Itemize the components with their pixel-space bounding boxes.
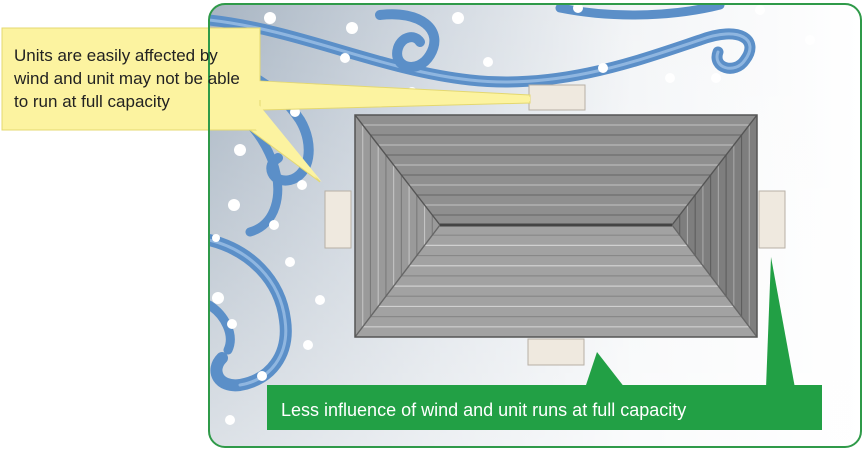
unit-icon	[324, 84, 786, 366]
green-callout	[267, 257, 822, 430]
snowflake-icon	[212, 4, 815, 425]
unit-left	[324, 190, 352, 249]
yellow-callout	[1, 27, 531, 183]
frame-border	[208, 3, 862, 448]
unit-right	[758, 190, 786, 249]
windy-units-note: Units are easily affected by wind and un…	[14, 46, 240, 111]
sheltered-units-note: Less influence of wind and unit runs at …	[281, 400, 687, 420]
roof-icon	[354, 114, 758, 338]
unit-top	[528, 84, 586, 111]
unit-bottom	[527, 338, 585, 366]
